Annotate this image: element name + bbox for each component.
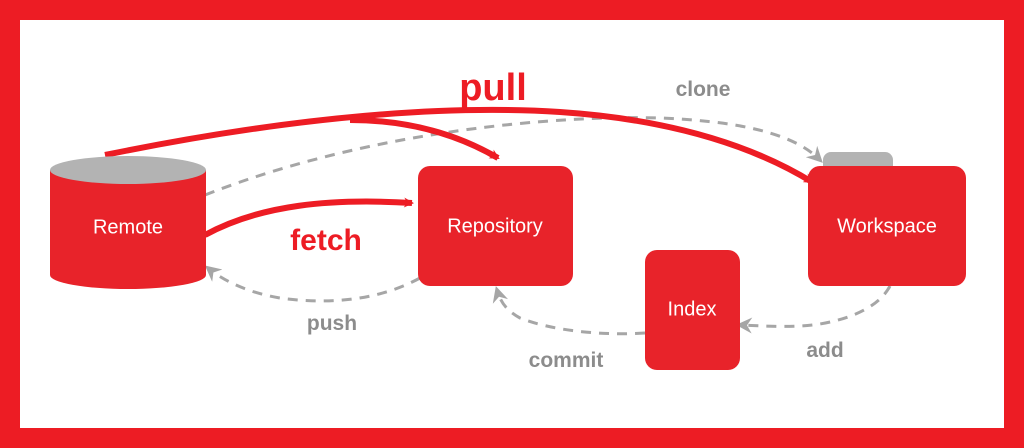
push-label: push (307, 312, 357, 335)
fetch-arrow (203, 197, 414, 238)
add-label: add (806, 339, 843, 362)
index-label: Index (668, 298, 717, 320)
workspace-node: Workspace (808, 152, 966, 286)
repository-label: Repository (447, 215, 543, 237)
remote-label: Remote (93, 216, 163, 238)
remote-node: Remote (50, 156, 206, 289)
clone-label: clone (676, 78, 731, 101)
repository-node: Repository (418, 166, 573, 286)
push-arrow (204, 265, 421, 303)
index-node: Index (645, 250, 740, 370)
pull-arrow-to-workspace (104, 106, 814, 185)
workspace-label: Workspace (837, 215, 937, 237)
pull-arrow-to-repository (349, 117, 500, 161)
commit-arrow (492, 286, 646, 336)
add-arrow (736, 285, 892, 334)
fetch-label: fetch (290, 224, 362, 257)
commit-label: commit (529, 349, 604, 372)
pull-label: pull (459, 67, 527, 109)
